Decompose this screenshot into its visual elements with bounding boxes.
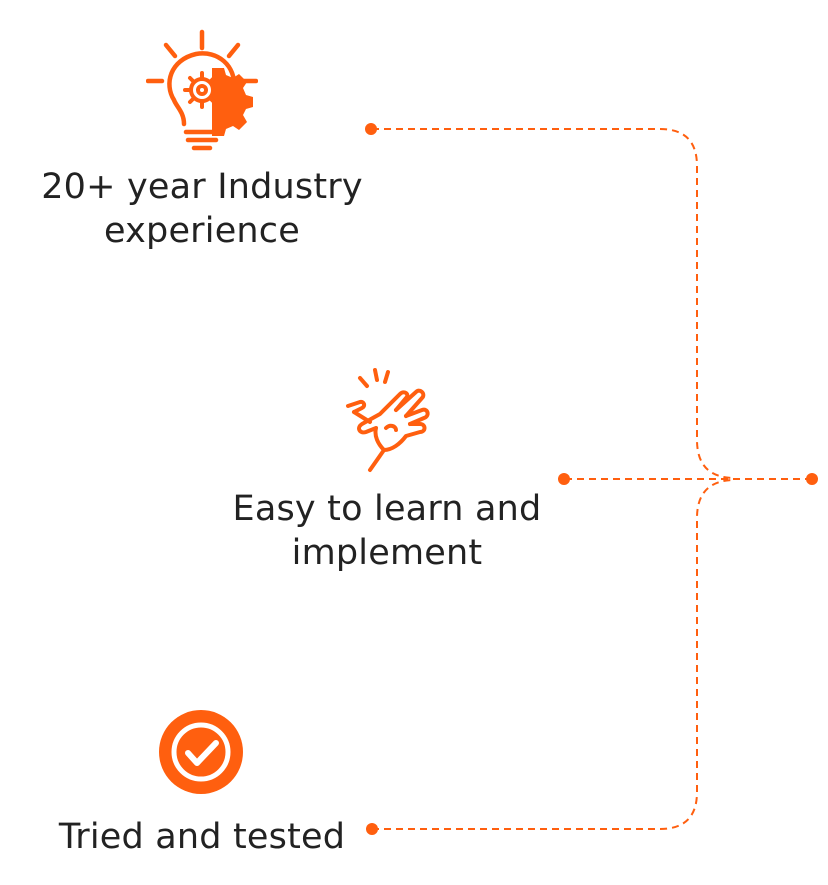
feature-label-tried: Tried and tested (24, 815, 380, 859)
feature-label-line1: Tried and tested (58, 817, 346, 857)
connector-dot-middle-right (806, 473, 818, 485)
feature-label-line1: Easy to learn and (232, 489, 542, 529)
connector-line-bottom (372, 479, 736, 830)
connector-dot-bottom (366, 823, 378, 835)
feature-label-experience: 20+ year Industry experience (24, 165, 380, 253)
snap-fingers-icon (346, 368, 430, 472)
connector-dot-middle-left (558, 473, 570, 485)
feature-label-easy: Easy to learn and implement (210, 487, 564, 575)
lightbulb-gear-icon (146, 29, 258, 151)
checkmark-circle-icon (159, 710, 243, 794)
connector-dot-top (365, 123, 377, 135)
feature-label-line2: experience (104, 211, 300, 251)
connector-line-top (372, 128, 736, 479)
feature-label-line1: 20+ year Industry (41, 167, 363, 207)
feature-label-line2: implement (291, 533, 483, 573)
